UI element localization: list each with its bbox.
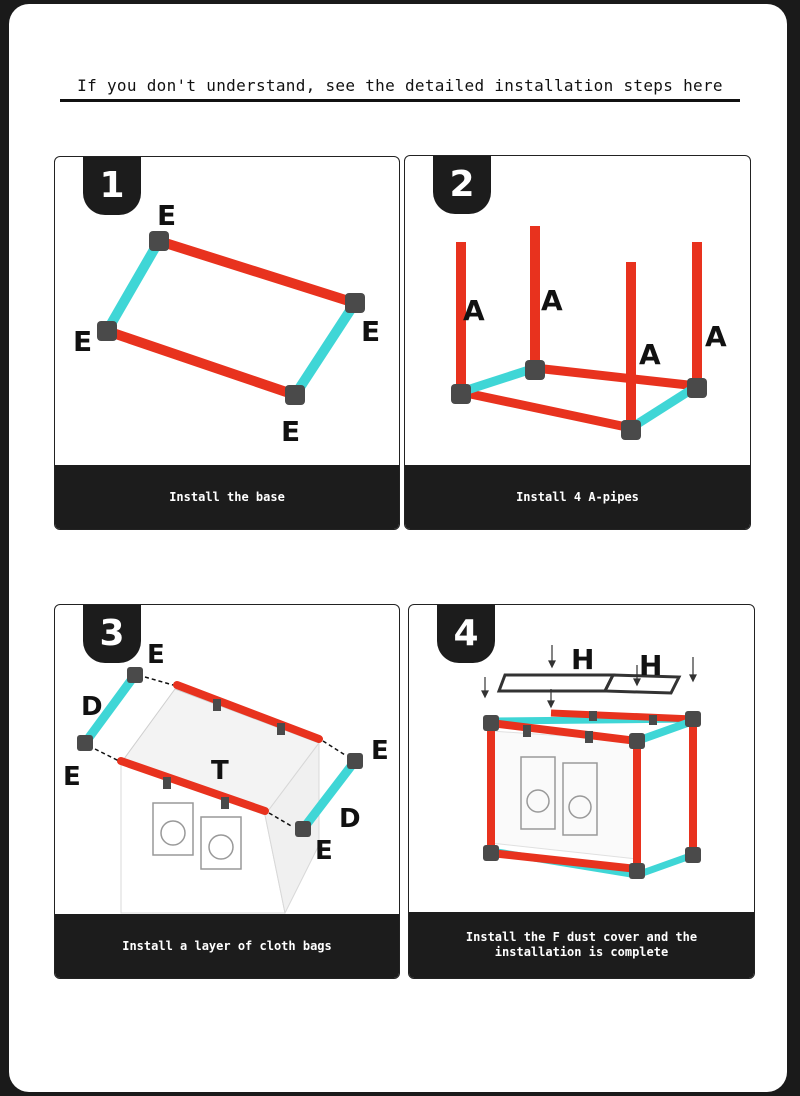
step-2-panel: A A A A 2 Install 4 A-pipes [404, 155, 751, 530]
red-pipe [490, 719, 638, 745]
step-caption: Install the base [55, 465, 399, 529]
e-connector [525, 360, 545, 380]
red-pipe [102, 326, 300, 400]
page-title: If you don't understand, see the detaile… [77, 76, 723, 95]
cyan-pipe [459, 363, 537, 397]
e-connector [345, 293, 365, 313]
bag-clip [163, 777, 171, 789]
e-connector [483, 845, 499, 861]
step-3-illustration: E D E T E D E [63, 640, 389, 915]
washer-icon [520, 756, 598, 836]
red-pipe [534, 363, 698, 391]
t-rail [173, 681, 323, 743]
part-label: E [315, 836, 333, 866]
e-connector [285, 385, 305, 405]
bag-clip [649, 715, 657, 725]
step-1-panel: E E E E 1 Install the base [54, 156, 400, 530]
e-connector [347, 753, 363, 769]
part-label: A [705, 320, 727, 353]
d-pipe [80, 670, 140, 748]
part-label: T [211, 756, 229, 786]
cyan-pipe [290, 298, 360, 400]
part-label: D [81, 692, 103, 722]
part-label: E [371, 736, 389, 766]
bag-clip [523, 725, 531, 737]
part-label: E [73, 325, 92, 358]
cloth-bag-side [264, 741, 320, 915]
e-connector [97, 321, 117, 341]
e-connector [685, 711, 701, 727]
part-label: D [339, 804, 361, 834]
h-cover-panel [496, 673, 616, 693]
e-connector [149, 231, 169, 251]
part-label: E [361, 315, 380, 348]
part-label: H [639, 649, 662, 682]
h-cover-panel [602, 673, 682, 695]
e-connector [77, 735, 93, 751]
e-connector [685, 847, 701, 863]
bag-clip [221, 797, 229, 809]
e-connector [629, 733, 645, 749]
cyan-pipe [635, 717, 695, 745]
title-underline [60, 99, 740, 102]
step-caption-line: Install the F dust cover and the [465, 930, 698, 944]
part-label: E [147, 640, 165, 670]
part-label: H [571, 643, 594, 676]
down-arrow-icon [481, 645, 697, 709]
bag-clip [589, 711, 597, 721]
step-caption-line: installation is complete [494, 945, 669, 959]
e-connector [621, 420, 641, 440]
step-2-illustration: A A A A [451, 226, 727, 440]
step-caption: Install a layer of cloth bags [55, 914, 399, 978]
cyan-pipe [628, 382, 700, 432]
part-label: A [639, 338, 661, 371]
washer-icon [152, 802, 242, 870]
bag-clip [213, 699, 221, 711]
e-connector [483, 715, 499, 731]
step-4-panel: H H 4 Install the F dust cover and the i… [408, 604, 755, 979]
step-1-illustration: E E E E [73, 199, 380, 448]
red-pipe [460, 387, 632, 433]
e-connector [629, 863, 645, 879]
cyan-pipe [635, 851, 695, 879]
insert-guide-lines [94, 676, 346, 828]
step-4-illustration: H H [481, 643, 701, 879]
step-number-badge: 3 [83, 605, 141, 663]
d-pipe [298, 756, 360, 834]
bag-clip [277, 723, 285, 735]
e-connector [127, 667, 143, 683]
cloth-bag [490, 730, 638, 860]
e-connector [451, 384, 471, 404]
step-caption: Install the F dust cover and the install… [409, 912, 754, 978]
e-connector [295, 821, 311, 837]
e-connector [687, 378, 707, 398]
t-rail [117, 757, 269, 815]
step-number-badge: 2 [433, 156, 491, 214]
part-label: E [157, 199, 176, 232]
part-label: A [463, 294, 485, 327]
part-label: E [63, 762, 81, 792]
step-3-panel: E D E T E D E 3 Install a layer of cloth… [54, 604, 400, 979]
step-number-badge: 1 [83, 157, 141, 215]
cyan-pipe [102, 236, 164, 336]
red-pipe [490, 849, 638, 873]
red-pipe [550, 709, 694, 723]
step-number-badge: 4 [437, 605, 495, 663]
step-caption: Install 4 A-pipes [405, 465, 750, 529]
part-label: A [541, 284, 563, 317]
red-pipe [154, 236, 360, 308]
part-label: E [281, 415, 300, 448]
bag-clip [585, 731, 593, 743]
